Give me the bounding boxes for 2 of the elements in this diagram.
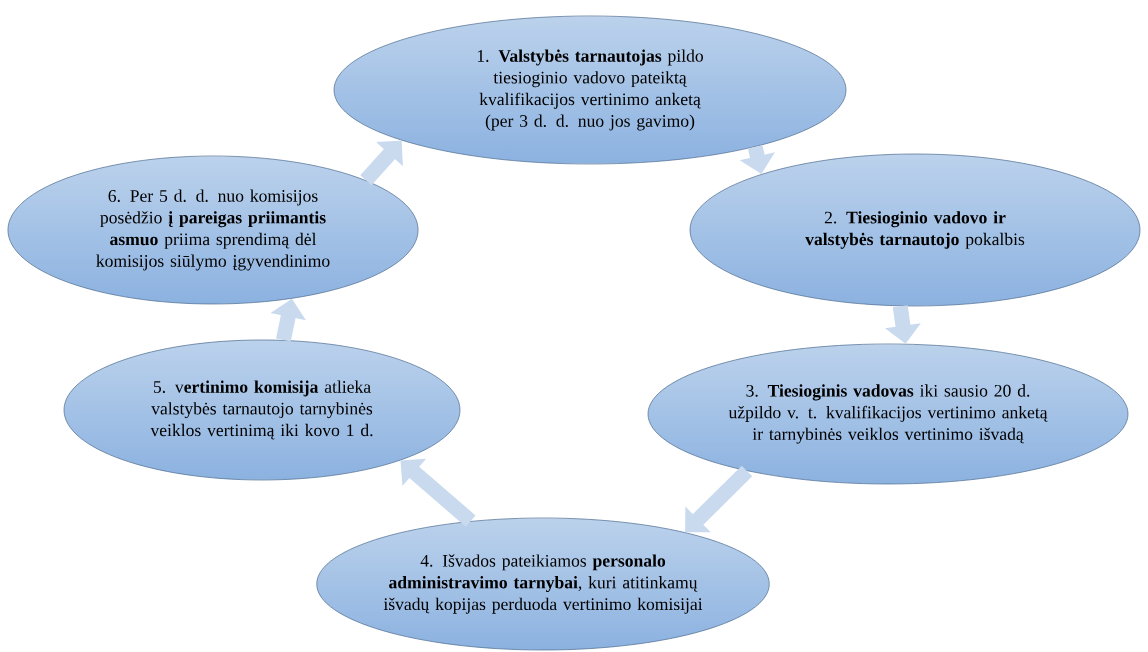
block-arrow <box>685 465 753 533</box>
block-arrow <box>360 140 403 186</box>
